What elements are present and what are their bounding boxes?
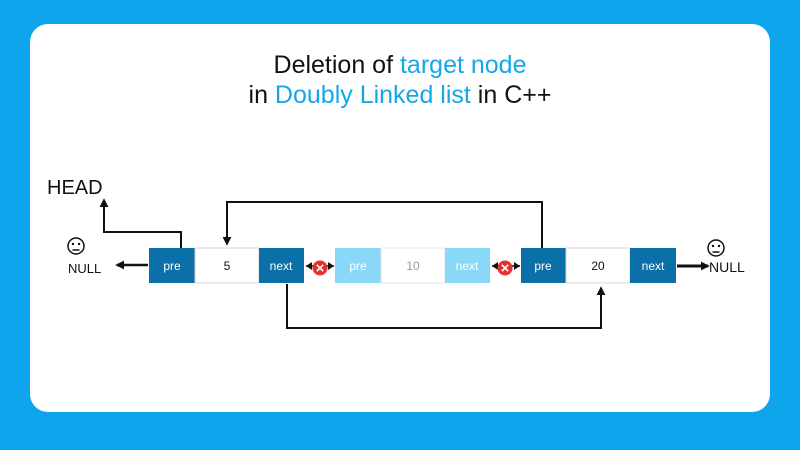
node-20: pre 20 next	[521, 247, 676, 284]
node-5-value: 5	[224, 259, 231, 273]
node-5-pre-cell	[149, 248, 195, 283]
title-highlight: target node	[399, 51, 527, 79]
node-20-pre-cell	[521, 248, 566, 283]
title-suffix: in C++	[470, 81, 552, 109]
node-5-value-cell	[194, 247, 260, 284]
null-left-label: NULL	[68, 261, 101, 276]
node-20-value: 20	[591, 259, 605, 273]
node-10-next-label: next	[456, 259, 479, 273]
neutral-face-icon	[707, 239, 725, 257]
node-20-pre-label: pre	[534, 259, 552, 273]
node-10-pre-label: pre	[349, 259, 367, 273]
node-20-next-label: next	[642, 259, 665, 273]
node-20-next-cell	[630, 248, 676, 283]
title-highlight-2: Doubly Linked list	[274, 81, 471, 109]
broken-link-2	[492, 260, 520, 276]
new-pre-link-arrow	[222, 201, 543, 248]
neutral-face-icon	[67, 237, 85, 255]
title-line-2: in Doubly Linked list in C++	[0, 80, 800, 110]
node-10-value: 10	[406, 259, 420, 273]
node-5-next-label: next	[270, 259, 293, 273]
node-5: pre 5 next	[149, 247, 304, 284]
node-5-pre-label: pre	[163, 259, 181, 273]
head-label: HEAD	[47, 177, 103, 199]
new-next-link-arrow	[286, 284, 606, 329]
title-line-1: Deletion of target node	[0, 50, 800, 80]
red-x-icon	[497, 260, 513, 276]
node-10-value-cell	[380, 247, 446, 284]
head-pointer-arrow	[99, 198, 182, 248]
node-10-pre-cell	[335, 248, 381, 283]
broken-link-1	[306, 260, 334, 276]
node-5-next-cell	[259, 248, 304, 283]
node-10-deleted: pre 10 next	[335, 247, 490, 284]
null-right-label: NULL	[709, 259, 745, 275]
diagram-card	[30, 24, 770, 412]
title-prefix-2: in	[248, 81, 275, 109]
node-10-next-cell	[445, 248, 490, 283]
title-prefix: Deletion of	[273, 51, 400, 79]
red-x-icon	[312, 260, 328, 276]
